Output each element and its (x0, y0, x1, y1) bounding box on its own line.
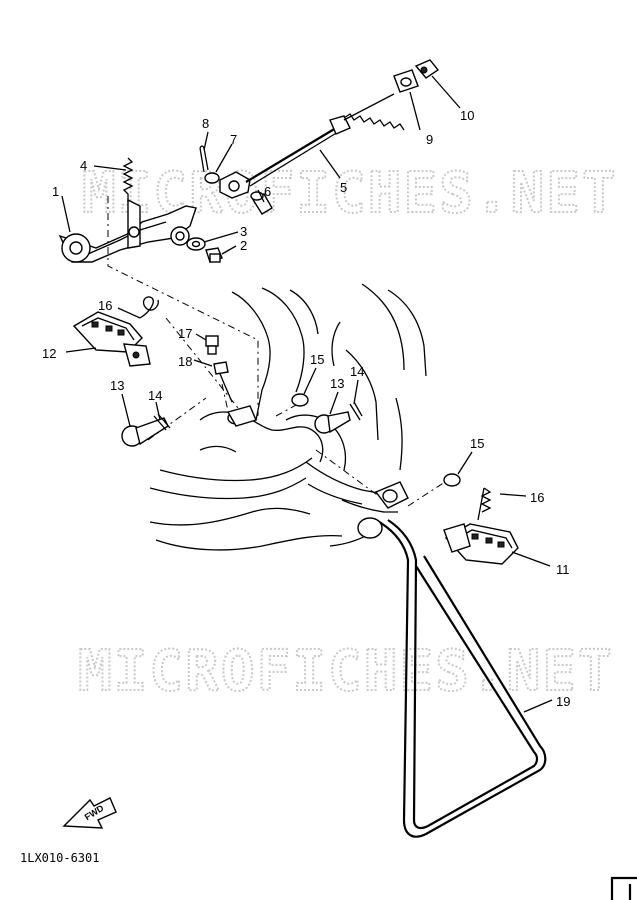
diagram-code: 1LX010-6301 (20, 851, 99, 865)
callout-16-right: 16 (530, 490, 544, 505)
callout-numbers: 1 2 3 4 5 6 7 8 9 10 11 12 13 13 14 14 1… (42, 108, 570, 709)
footrest-pin-left (121, 413, 171, 447)
left-footrest (72, 296, 159, 367)
assembly-lines (107, 196, 449, 507)
callout-18: 18 (178, 354, 192, 369)
callout-15-right: 15 (470, 436, 484, 451)
callout-15-left: 15 (310, 352, 324, 367)
right-footrest (443, 487, 519, 565)
callout-12: 12 (42, 346, 56, 361)
callout-14-left: 14 (148, 388, 162, 403)
callout-5: 5 (340, 180, 347, 195)
callout-13-right: 13 (330, 376, 344, 391)
page-corner-box (610, 876, 637, 900)
callout-10: 10 (460, 108, 474, 123)
callout-17: 17 (178, 326, 192, 341)
callout-9: 9 (426, 132, 433, 147)
callout-2: 2 (240, 238, 247, 253)
brake-rod (245, 93, 405, 187)
callout-3: 3 (240, 224, 247, 239)
callout-19: 19 (556, 694, 570, 709)
watermark-bottom: MICROFICHES.NET (78, 639, 614, 704)
cotter-pin (199, 145, 209, 173)
rod-adjuster (393, 59, 440, 93)
callout-6: 6 (264, 184, 271, 199)
callout-1: 1 (52, 184, 59, 199)
pedal-return-spring (122, 157, 134, 202)
brake-pedal (58, 198, 197, 263)
frame-pivot (226, 405, 409, 509)
small-washer (204, 172, 220, 184)
leader-lines (61, 75, 553, 713)
washer-15-right (443, 473, 461, 487)
washer-15-left (291, 393, 309, 407)
callout-11: 11 (556, 562, 570, 577)
pedal-bolt-and-washer (186, 237, 223, 263)
callout-4: 4 (80, 158, 87, 173)
bolts-17-18 (205, 335, 229, 375)
footrest-pin-right (314, 401, 363, 434)
frame-outline (149, 283, 427, 551)
callout-14-right: 14 (350, 364, 364, 379)
callout-13-left: 13 (110, 378, 124, 393)
callout-7: 7 (230, 132, 237, 147)
sidestand (357, 517, 547, 838)
forward-arrow-icon: FWD (62, 797, 117, 829)
callout-16-left: 16 (98, 298, 112, 313)
callout-8: 8 (202, 116, 209, 131)
